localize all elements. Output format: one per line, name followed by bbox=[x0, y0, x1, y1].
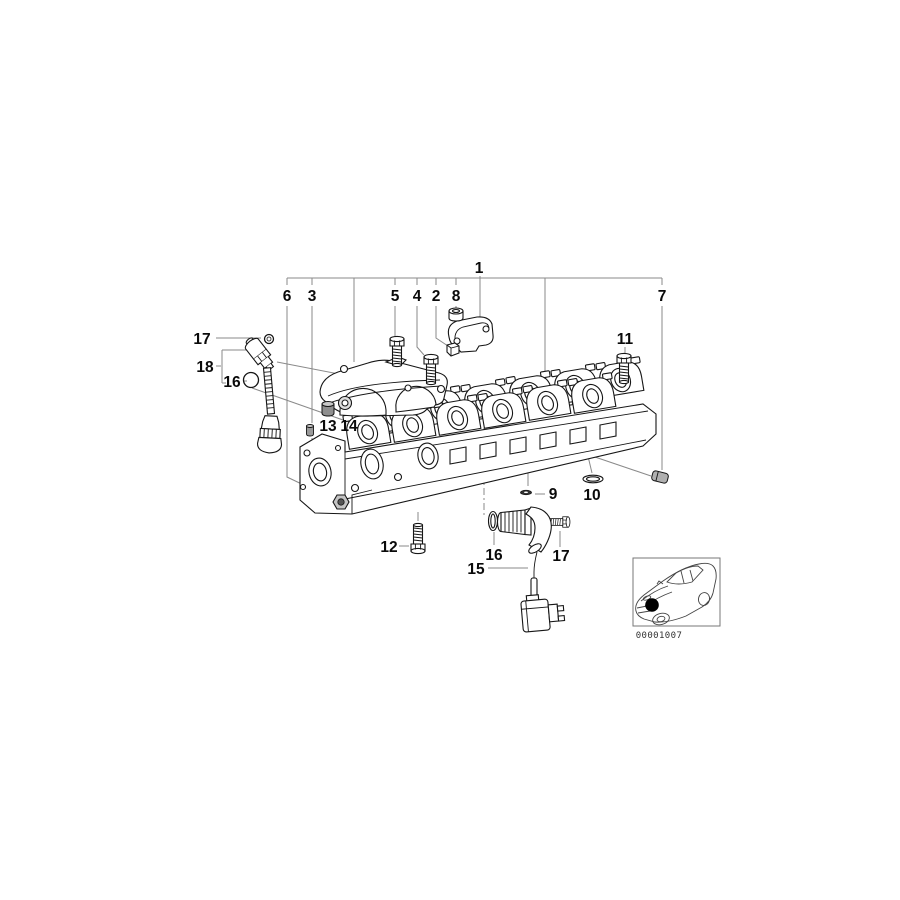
o-ring-part-9 bbox=[520, 489, 532, 496]
bolt-11 bbox=[616, 352, 632, 385]
dowel-part-2 bbox=[446, 342, 460, 357]
callout-13[interactable]: 13 bbox=[319, 418, 337, 435]
cylinder-head-drawing bbox=[299, 356, 657, 515]
callout-17-top[interactable]: 17 bbox=[193, 331, 210, 348]
callout-9[interactable]: 9 bbox=[549, 486, 558, 503]
car-icon bbox=[635, 562, 717, 626]
pulse-sensor-part-15 bbox=[487, 506, 566, 633]
temperature-sensor-part-18 bbox=[244, 337, 283, 454]
vehicle-inset-frame bbox=[632, 557, 721, 627]
callout-14[interactable]: 14 bbox=[340, 418, 358, 435]
callout-10[interactable]: 10 bbox=[583, 487, 600, 504]
callout-7[interactable]: 7 bbox=[658, 288, 667, 305]
callout-labels: 1 6 3 5 4 2 8 7 17 18 16 13 14 11 12 9 1… bbox=[193, 260, 666, 578]
callout-5[interactable]: 5 bbox=[391, 288, 400, 305]
component-location-dot bbox=[645, 598, 659, 612]
callout-8[interactable]: 8 bbox=[452, 288, 461, 305]
diagram-code: 00001007 bbox=[636, 631, 683, 641]
bolt-12 bbox=[410, 522, 426, 555]
callout-3[interactable]: 3 bbox=[308, 288, 317, 305]
o-ring-part-17-top bbox=[263, 333, 275, 345]
dowel-part-7 bbox=[651, 470, 669, 484]
callout-16-top[interactable]: 16 bbox=[223, 374, 241, 391]
bolt-5 bbox=[389, 335, 405, 368]
plug-part-13 bbox=[321, 401, 335, 417]
callout-4[interactable]: 4 bbox=[413, 288, 422, 305]
callout-16-bottom[interactable]: 16 bbox=[485, 547, 503, 564]
callout-2[interactable]: 2 bbox=[432, 288, 441, 305]
sensor-cable bbox=[262, 367, 276, 415]
seal-ring-part-14 bbox=[337, 395, 353, 411]
gasket-ring-part-10 bbox=[582, 474, 604, 484]
o-ring-part-16-top bbox=[242, 371, 260, 389]
sensor-connector bbox=[257, 415, 283, 454]
bolt-4 bbox=[423, 353, 439, 386]
callout-17-bottom[interactable]: 17 bbox=[552, 548, 569, 565]
callout-18[interactable]: 18 bbox=[196, 359, 214, 376]
callout-11[interactable]: 11 bbox=[617, 331, 634, 348]
pulse-sensor-connector bbox=[520, 594, 566, 633]
callout-15[interactable]: 15 bbox=[467, 561, 485, 578]
nut-part-6 bbox=[332, 494, 350, 510]
callout-12[interactable]: 12 bbox=[380, 539, 397, 556]
small-plug-part-3 bbox=[306, 424, 314, 437]
callout-1[interactable]: 1 bbox=[475, 260, 484, 277]
cap-part-8 bbox=[448, 307, 464, 322]
vehicle-inset: 00001007 bbox=[632, 557, 721, 641]
o-ring-part-16-bottom bbox=[487, 510, 499, 532]
callout-6[interactable]: 6 bbox=[283, 288, 292, 305]
